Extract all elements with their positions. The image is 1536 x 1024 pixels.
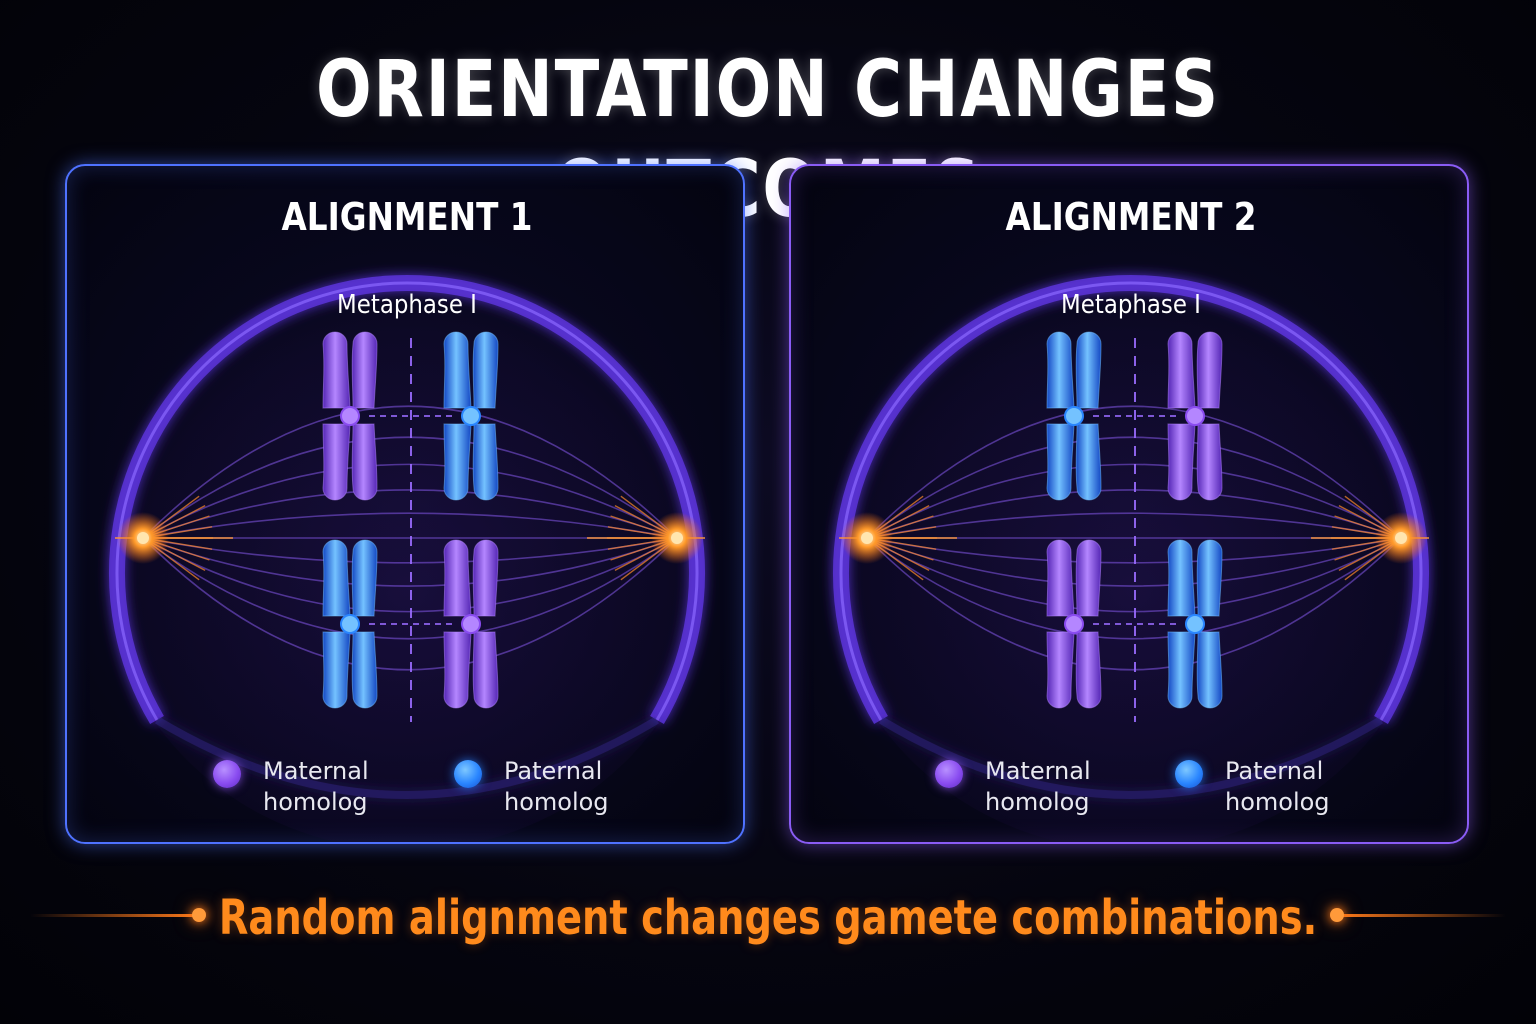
footer-right-line [1338,914,1506,917]
maternal-chromosome [443,539,499,709]
maternal-chromosome [322,331,378,501]
paternal-dot-icon [1175,760,1203,788]
maternal-dot-icon [935,760,963,788]
alignment-2-legend-paternal: Paternal homolog [1175,756,1375,818]
cell-interior [827,270,1435,842]
paternal-chromosome [322,539,378,709]
paternal-chromosome [1046,331,1102,501]
footer-right-dot [1330,908,1344,922]
alignment-2-panel: ALIGNMENT 2 Metaphase I Maternal homolog… [789,164,1469,844]
alignment-2-legend-maternal: Maternal homolog [935,756,1135,818]
alignment-2-diagram [827,270,1435,842]
alignment-2-legend-paternal-label: Paternal homolog [1225,757,1330,816]
paternal-chromosome [443,331,499,501]
alignment-1-diagram [103,270,711,842]
alignment-1-panel: ALIGNMENT 1 Metaphase I Maternal homolog… [65,164,745,844]
alignment-1-title: ALIGNMENT 1 [281,195,533,239]
alignment-1-legend-paternal: Paternal homolog [454,756,654,818]
footer-caption: Random alignment changes gamete combinat… [218,890,1318,946]
paternal-dot-icon [454,760,482,788]
maternal-dot-icon [213,760,241,788]
alignment-2-phase-label: Metaphase I [1061,290,1201,320]
paternal-chromosome [1167,539,1223,709]
alignment-1-legend-maternal-label: Maternal homolog [263,757,369,816]
cell-interior [103,270,711,842]
footer-left-line [30,914,198,917]
maternal-chromosome [1046,539,1102,709]
alignment-2-legend-maternal-label: Maternal homolog [985,757,1091,816]
alignment-2-title: ALIGNMENT 2 [1005,195,1257,239]
maternal-chromosome [1167,331,1223,501]
footer-left-dot [192,908,206,922]
alignment-1-phase-label: Metaphase I [337,290,477,320]
alignment-1-legend-maternal: Maternal homolog [213,756,413,818]
alignment-1-legend-paternal-label: Paternal homolog [504,757,609,816]
